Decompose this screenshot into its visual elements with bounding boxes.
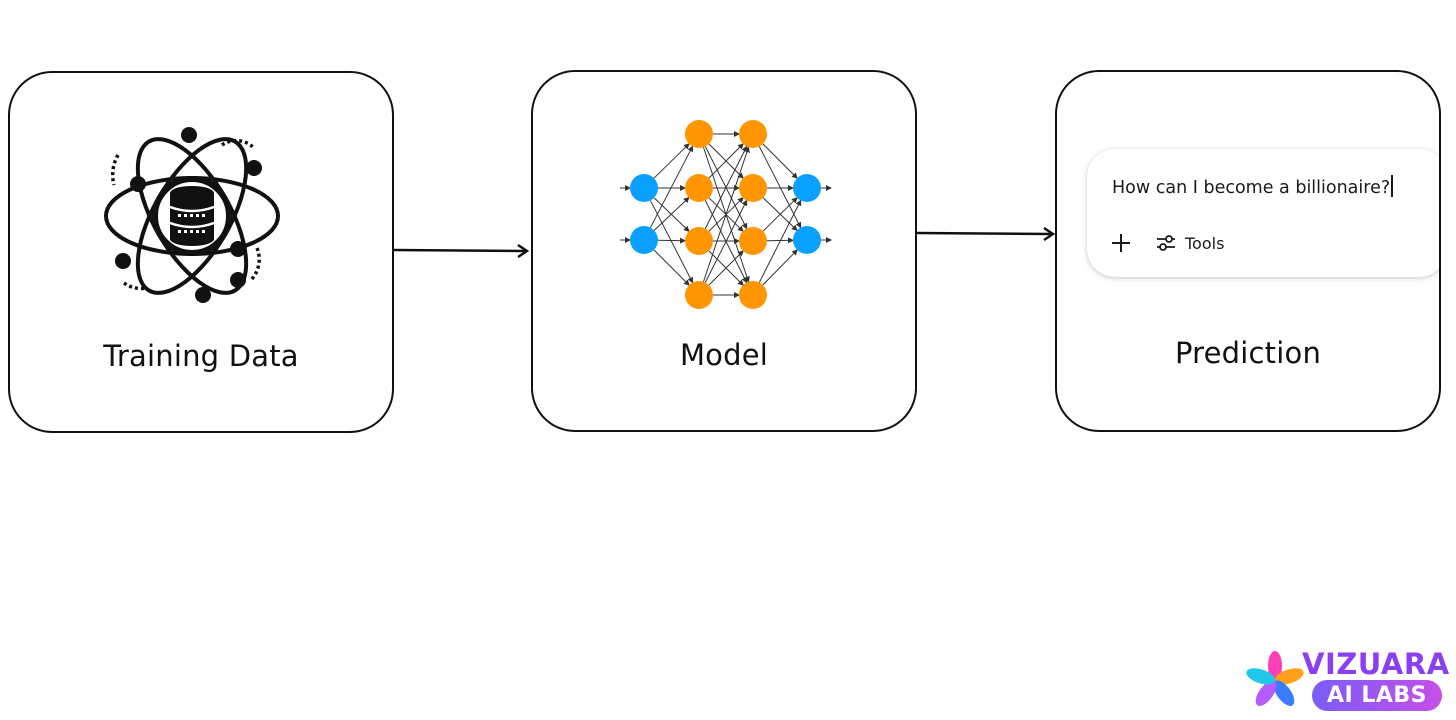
model-card: Model bbox=[531, 70, 917, 432]
logo-subtitle: AI LABS bbox=[1326, 683, 1428, 708]
connection-line bbox=[762, 143, 798, 179]
hidden-node bbox=[739, 174, 767, 202]
connection-line bbox=[653, 196, 690, 231]
neural-network-icon bbox=[620, 120, 832, 309]
model-label: Model bbox=[679, 338, 769, 372]
hidden-node bbox=[685, 174, 713, 202]
output-node bbox=[793, 226, 821, 254]
tools-button[interactable]: Tools bbox=[1155, 231, 1224, 255]
atom-database-icon bbox=[104, 127, 280, 303]
connection-line bbox=[758, 199, 802, 283]
sliders-icon bbox=[1157, 235, 1175, 251]
connection-line bbox=[762, 197, 798, 232]
input-node bbox=[630, 174, 658, 202]
connection-line bbox=[762, 249, 798, 286]
hidden-node bbox=[739, 281, 767, 309]
tools-label: Tools bbox=[1185, 233, 1225, 253]
hidden-node bbox=[739, 120, 767, 148]
arrow-right-icon bbox=[917, 226, 1056, 242]
connection-line bbox=[702, 146, 750, 282]
arrow-right-icon bbox=[394, 243, 530, 259]
connection-line bbox=[704, 145, 748, 229]
logo-wordmark: VIZUARA bbox=[1302, 647, 1450, 681]
connection-line bbox=[650, 145, 694, 228]
connection-line bbox=[708, 250, 744, 286]
training-data-label: Training Data bbox=[103, 339, 299, 373]
connection-line bbox=[653, 143, 690, 179]
output-node bbox=[793, 174, 821, 202]
flower-logo-icon bbox=[1246, 651, 1304, 706]
vizuara-logo: VIZUARA AI LABS bbox=[1246, 647, 1449, 715]
prompt-input[interactable]: How can I become a billionaire? bbox=[1112, 175, 1393, 198]
input-node bbox=[630, 226, 658, 254]
hidden-node bbox=[685, 281, 713, 309]
chat-prompt-box[interactable]: How can I become a billionaire? Tools bbox=[1087, 149, 1439, 277]
connection-line bbox=[653, 249, 690, 286]
hidden-node bbox=[739, 227, 767, 255]
prediction-label: Prediction bbox=[1174, 336, 1322, 370]
hidden-node bbox=[685, 120, 713, 148]
plus-icon[interactable] bbox=[1109, 231, 1133, 255]
connection-line bbox=[704, 199, 748, 283]
logo-badge: AI LABS bbox=[1312, 680, 1442, 711]
training-data-card: Training Data bbox=[8, 71, 394, 433]
connection-line bbox=[708, 143, 744, 179]
text-caret bbox=[1391, 175, 1393, 197]
prediction-card: How can I become a billionaire? Tools Pr… bbox=[1055, 70, 1441, 432]
prompt-text: How can I become a billionaire? bbox=[1112, 178, 1391, 198]
hidden-node bbox=[685, 227, 713, 255]
